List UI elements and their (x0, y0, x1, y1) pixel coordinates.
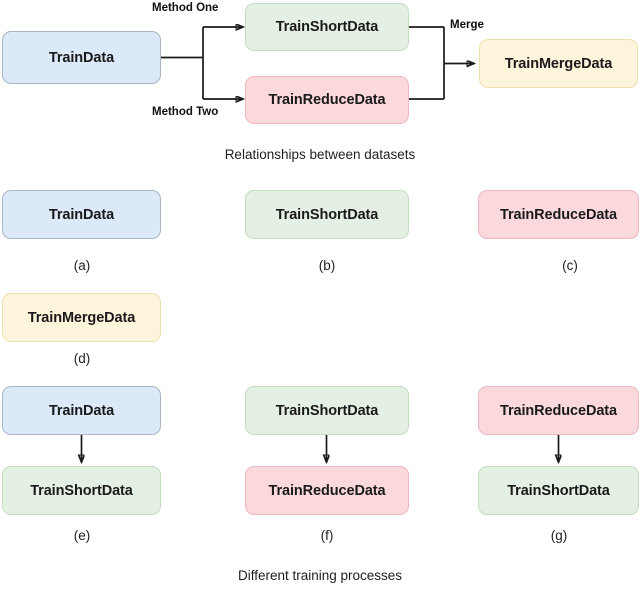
node-panel-e-to[interactable]: TrainShortData (2, 466, 161, 515)
edge-label-method-one: Method One (152, 2, 219, 14)
node-panel-g-to[interactable]: TrainShortData (478, 466, 639, 515)
caption-bottom: Different training processes (237, 568, 403, 583)
node-trainreducedata-top[interactable]: TrainReduceData (245, 76, 409, 124)
panel-label-d: (d) (73, 351, 91, 366)
node-panel-a[interactable]: TrainData (2, 190, 161, 239)
node-panel-g-from[interactable]: TrainReduceData (478, 386, 639, 435)
panel-label-a: (a) (73, 258, 91, 273)
node-panel-b[interactable]: TrainShortData (245, 190, 409, 239)
node-traindata-top[interactable]: TrainData (2, 31, 161, 84)
node-trainshortdata-top[interactable]: TrainShortData (245, 3, 409, 51)
node-panel-c[interactable]: TrainReduceData (478, 190, 639, 239)
panel-label-f: (f) (320, 528, 334, 543)
node-panel-e-from[interactable]: TrainData (2, 386, 161, 435)
panel-label-c: (c) (562, 258, 578, 273)
node-panel-f-to[interactable]: TrainReduceData (245, 466, 409, 515)
panel-label-e: (e) (73, 528, 91, 543)
caption-top: Relationships between datasets (224, 147, 416, 162)
panel-label-b: (b) (318, 258, 336, 273)
panel-label-g: (g) (550, 528, 568, 543)
edge-label-merge: Merge (450, 19, 484, 31)
node-trainmergedata-top[interactable]: TrainMergeData (479, 39, 638, 88)
node-panel-f-from[interactable]: TrainShortData (245, 386, 409, 435)
node-panel-d[interactable]: TrainMergeData (2, 293, 161, 342)
edge-label-method-two: Method Two (152, 106, 219, 118)
